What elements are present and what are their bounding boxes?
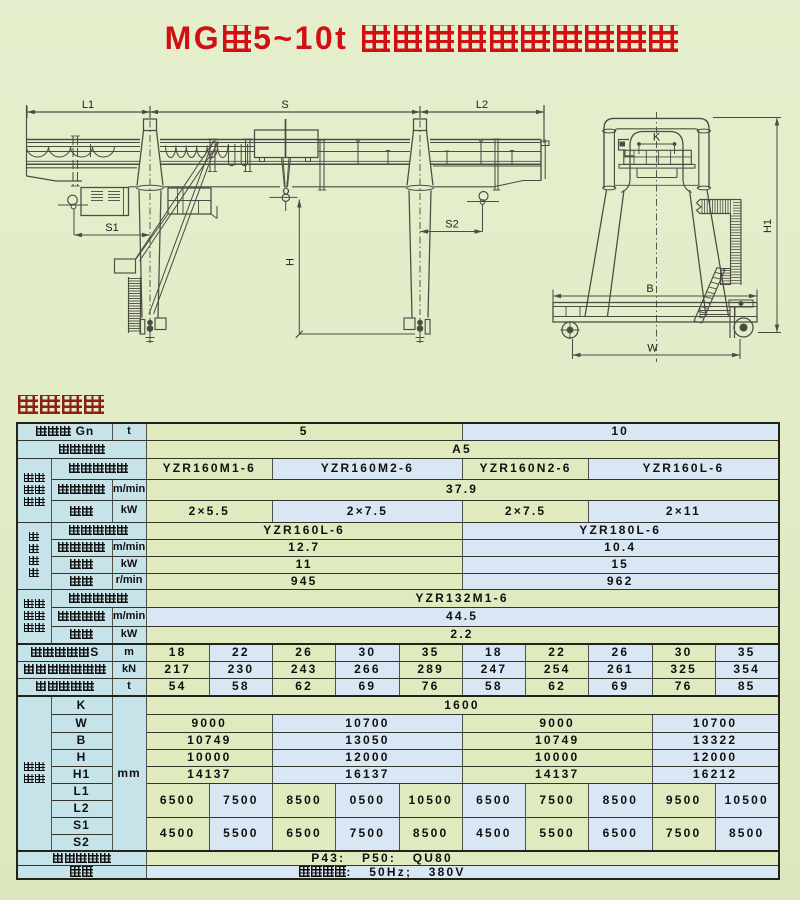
svg-text:L2: L2: [476, 99, 488, 111]
svg-text:B: B: [646, 283, 653, 295]
svg-text:S2: S2: [445, 219, 458, 231]
svg-text:H: H: [285, 258, 297, 266]
svg-text:H1: H1: [762, 219, 774, 233]
svg-text:L1: L1: [82, 99, 94, 111]
svg-text:S: S: [281, 99, 288, 111]
svg-text:S1: S1: [105, 222, 118, 234]
svg-text:W: W: [647, 343, 658, 355]
